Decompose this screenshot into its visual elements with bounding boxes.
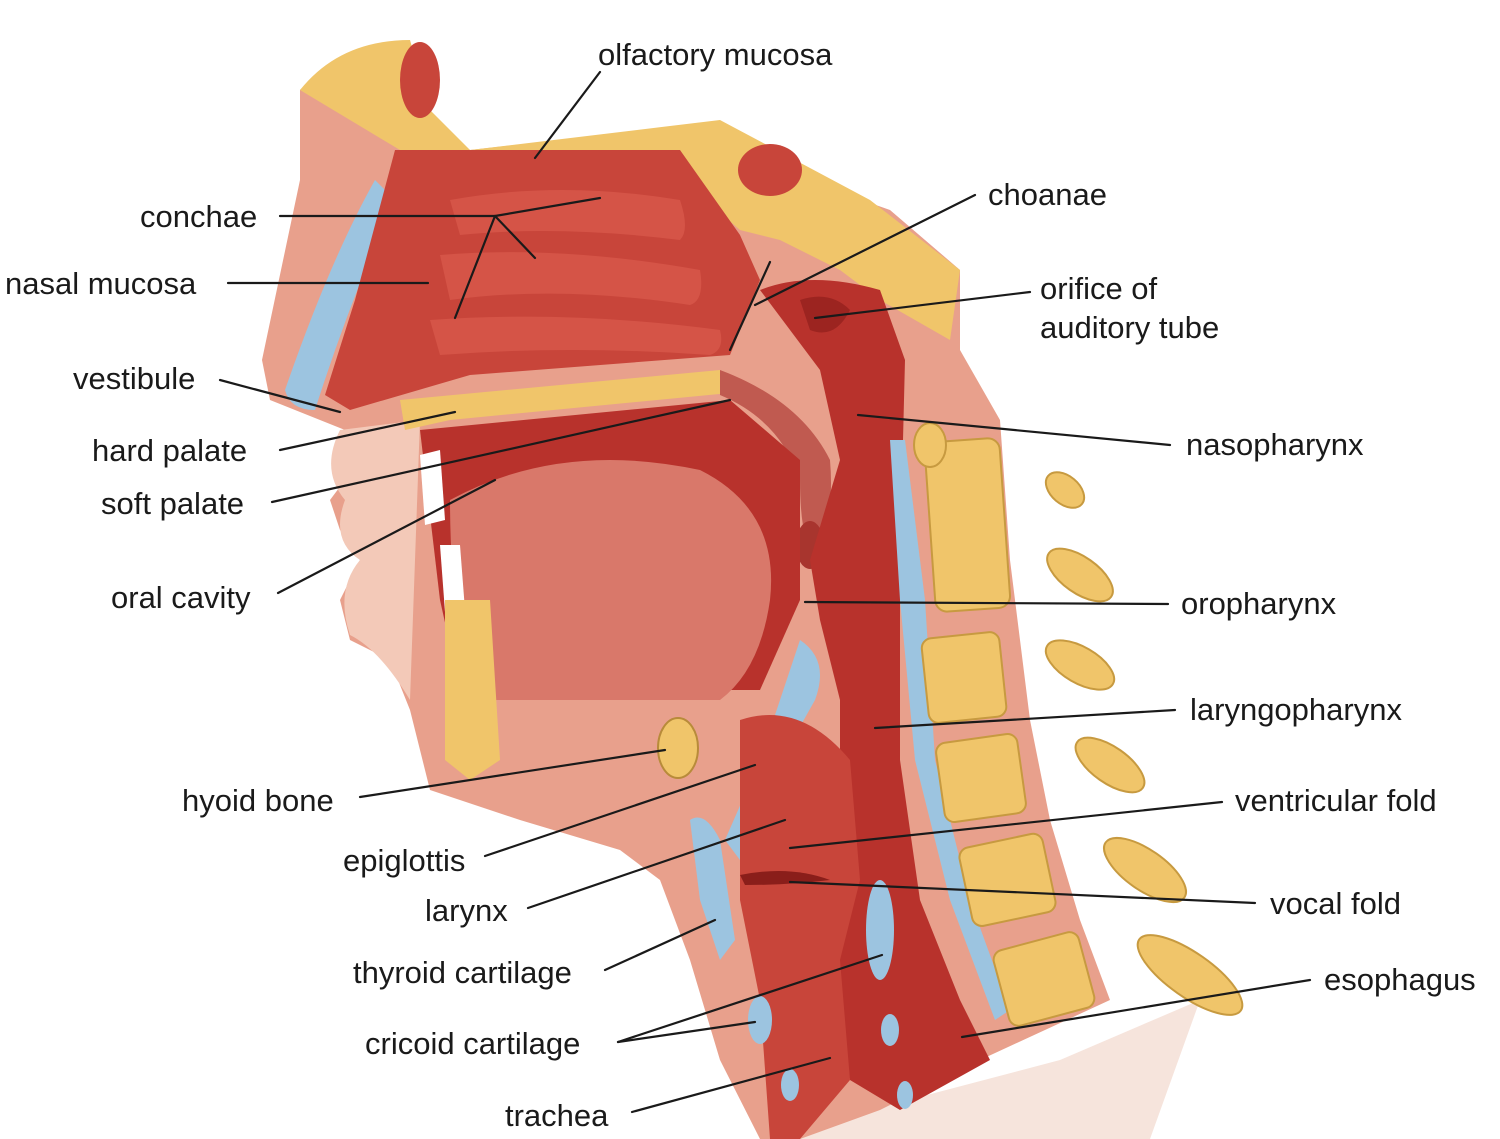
inferior-concha bbox=[430, 316, 722, 355]
labels: olfactory mucosa conchae nasal mucosa ve… bbox=[5, 37, 1476, 1133]
leader-hyoid-bone bbox=[358, 748, 667, 799]
label-epiglottis: epiglottis bbox=[343, 843, 465, 878]
anatomy-illustration bbox=[262, 40, 1244, 1139]
leader-olfactory-mucosa bbox=[533, 70, 602, 160]
frontal-sinus bbox=[400, 42, 440, 118]
leader-conchae-c bbox=[453, 214, 497, 320]
leader-vocal-fold bbox=[788, 880, 1257, 905]
leader-conchae-a bbox=[493, 196, 602, 218]
label-nasopharynx: nasopharynx bbox=[1186, 427, 1364, 462]
lower-tooth bbox=[440, 545, 465, 612]
lips-chin-skin bbox=[331, 420, 420, 700]
label-soft-palate: soft palate bbox=[101, 486, 244, 521]
cricoid-posterior bbox=[866, 880, 894, 980]
label-hard-palate: hard palate bbox=[92, 433, 247, 468]
hard-palate-bone bbox=[400, 370, 740, 430]
tongue bbox=[450, 460, 772, 700]
label-larynx: larynx bbox=[425, 893, 508, 928]
label-nasal-mucosa: nasal mucosa bbox=[5, 266, 197, 301]
label-vestibule: vestibule bbox=[73, 361, 195, 396]
label-trachea: trachea bbox=[505, 1098, 609, 1133]
label-thyroid-cartilage: thyroid cartilage bbox=[353, 955, 572, 990]
label-oral-cavity: oral cavity bbox=[111, 580, 251, 615]
nasal-cartilage bbox=[285, 180, 395, 410]
trachea-ring-3 bbox=[897, 1081, 913, 1109]
leader-larynx bbox=[526, 818, 787, 910]
leader-choanae-b bbox=[728, 260, 772, 352]
leader-epiglottis bbox=[483, 763, 757, 858]
label-orifice-line1: orifice of bbox=[1040, 271, 1158, 306]
vertebra-2 bbox=[920, 631, 1008, 724]
leader-orifice bbox=[813, 290, 1032, 320]
label-vocal-fold: vocal fold bbox=[1270, 886, 1401, 921]
atlas-arch bbox=[913, 422, 947, 468]
leader-cricoid-b bbox=[616, 953, 884, 1044]
soft-palate-tissue bbox=[720, 370, 831, 560]
label-cricoid-cartilage: cricoid cartilage bbox=[365, 1026, 580, 1061]
vertebra-3 bbox=[935, 732, 1027, 824]
label-olfactory-mucosa: olfactory mucosa bbox=[598, 37, 833, 72]
hyoid bbox=[657, 717, 699, 779]
leader-laryngopharynx bbox=[873, 708, 1177, 730]
label-laryngopharynx: laryngopharynx bbox=[1190, 692, 1402, 727]
leader-vestibule bbox=[218, 378, 342, 414]
trachea-ring-1 bbox=[781, 1069, 799, 1101]
label-conchae: conchae bbox=[140, 199, 257, 234]
vertebra-5 bbox=[992, 931, 1096, 1027]
leader-trachea bbox=[630, 1056, 832, 1114]
auditory-tube-orifice bbox=[800, 296, 850, 333]
leader-esophagus bbox=[960, 978, 1312, 1039]
leader-conchae-b bbox=[493, 214, 537, 260]
cervical-spine bbox=[890, 422, 1244, 1027]
neck-shadow bbox=[760, 1000, 1200, 1139]
spinous-process-3 bbox=[1044, 639, 1116, 691]
spinal-ligament bbox=[890, 440, 1010, 1020]
leader-oropharynx bbox=[803, 600, 1170, 606]
label-hyoid-bone: hyoid bone bbox=[182, 783, 334, 818]
leader-ventricular-fold bbox=[788, 800, 1224, 850]
leader-nasopharynx bbox=[856, 413, 1172, 447]
spinous-process-1 bbox=[1044, 471, 1086, 509]
label-esophagus: esophagus bbox=[1324, 962, 1476, 997]
superior-concha bbox=[450, 190, 685, 240]
mandible bbox=[445, 600, 500, 780]
spinous-process-5 bbox=[1103, 836, 1187, 904]
label-oropharynx: oropharynx bbox=[1181, 586, 1337, 621]
spinous-process-2 bbox=[1046, 547, 1114, 603]
cricoid-anterior bbox=[748, 996, 772, 1044]
pharynx bbox=[760, 280, 990, 1110]
vertebra-1 bbox=[923, 437, 1012, 613]
leader-oral-cavity bbox=[276, 478, 497, 595]
middle-concha bbox=[440, 252, 702, 305]
vertebra-4 bbox=[958, 832, 1057, 927]
leader-choanae-a bbox=[753, 193, 977, 307]
leader-lines bbox=[218, 70, 1312, 1114]
label-orifice-line2: auditory tube bbox=[1040, 310, 1219, 345]
thyroid-cartilage-shape bbox=[690, 817, 735, 960]
leader-soft-palate bbox=[270, 398, 732, 504]
leader-thyroid-cartilage bbox=[603, 918, 717, 972]
sphenoid-sinus bbox=[738, 144, 802, 196]
leader-hard-palate bbox=[278, 410, 457, 452]
skull-bone bbox=[300, 40, 960, 340]
vocal-fold-shape bbox=[740, 871, 830, 885]
trachea-ring-2 bbox=[881, 1014, 899, 1046]
spinous-process-4 bbox=[1074, 736, 1146, 794]
leader-cricoid-a bbox=[616, 1020, 757, 1044]
label-ventricular-fold: ventricular fold bbox=[1235, 783, 1437, 818]
label-choanae: choanae bbox=[988, 177, 1107, 212]
